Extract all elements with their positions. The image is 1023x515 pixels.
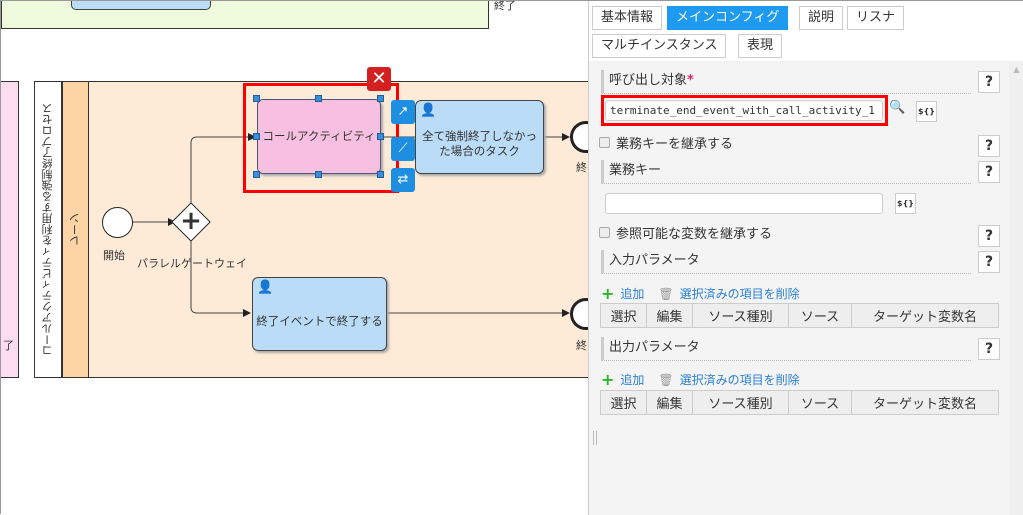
- input-highlight: [601, 95, 888, 126]
- inherit-business-key-checkbox[interactable]: 業務キーを継承する: [599, 133, 733, 152]
- call-target-label: 呼び出し対象: [609, 73, 688, 88]
- business-key-label: 業務キー: [609, 163, 662, 178]
- association-icon[interactable]: ⟋: [391, 137, 415, 161]
- trash-icon: 🗑: [658, 286, 674, 301]
- help-button[interactable]: ?: [978, 161, 1000, 183]
- call-activity-label: コールアクティビティ: [262, 129, 376, 144]
- task2-label: 終了イベントで終了する: [256, 313, 383, 328]
- user-icon: 👤: [257, 280, 274, 295]
- end-event-1[interactable]: [570, 121, 588, 153]
- top-task[interactable]: [71, 1, 211, 10]
- connect-arrow-icon[interactable]: ↗: [391, 100, 415, 124]
- business-key-input[interactable]: [605, 193, 883, 214]
- delete-input-link[interactable]: 選択済みの項目を削除: [679, 287, 800, 301]
- end1-label: 終: [576, 161, 587, 174]
- call-target-section: 呼び出し対象*: [601, 70, 971, 94]
- user-task-2[interactable]: 👤 終了イベントで終了する: [252, 277, 387, 351]
- plus-icon: +: [180, 206, 202, 236]
- checkbox-label: 参照可能な変数を継承する: [616, 227, 773, 242]
- end-event-2[interactable]: [570, 298, 588, 330]
- resize-handle[interactable]: [253, 171, 260, 178]
- resize-handle[interactable]: [377, 171, 384, 178]
- trash-icon: 🗑: [658, 372, 674, 387]
- resize-handle[interactable]: [253, 133, 260, 140]
- resize-handle[interactable]: [377, 95, 384, 102]
- left-pool[interactable]: [1, 81, 19, 378]
- delete-icon[interactable]: ✕: [367, 67, 391, 91]
- table-header-row: 選択 編集 ソース種別 ソース ターゲット変数名: [600, 390, 999, 415]
- add-icon: +: [601, 284, 615, 303]
- add-icon: +: [601, 370, 615, 389]
- search-icon[interactable]: 🔍: [889, 100, 906, 115]
- expression-button[interactable]: ${}: [895, 193, 916, 214]
- top-end-label: 終了: [494, 1, 516, 12]
- user-task-1[interactable]: 👤 全て強制終了しなかった場合のタスク: [415, 100, 544, 174]
- add-input-link[interactable]: 追加: [620, 287, 645, 301]
- help-button[interactable]: ?: [978, 71, 1000, 93]
- scroll-up-icon[interactable]: ▲: [1013, 65, 1020, 74]
- resize-handle[interactable]: [315, 171, 322, 178]
- input-params-section: 入力パラメータ: [601, 250, 971, 274]
- input-params-table: 選択 編集 ソース種別 ソース ターゲット変数名: [600, 303, 999, 328]
- scrollbar[interactable]: ▲: [1009, 61, 1023, 515]
- resize-handle[interactable]: [377, 133, 384, 140]
- output-params-table: 選択 編集 ソース種別 ソース ターゲット変数名: [600, 390, 999, 415]
- gateway-label: パラレルゲートウェイ: [137, 257, 247, 270]
- required-mark: *: [687, 73, 694, 88]
- help-button[interactable]: ?: [978, 338, 1000, 360]
- column-header[interactable]: 編集: [646, 390, 693, 415]
- table-header-row: 選択 編集 ソース種別 ソース ターゲット変数名: [600, 303, 999, 328]
- start-event[interactable]: [102, 207, 133, 238]
- column-header[interactable]: ソース: [788, 303, 852, 328]
- task1-label: 全て強制終了しなかった場合のタスク: [422, 129, 537, 158]
- expression-button[interactable]: ${}: [916, 101, 937, 122]
- properties-panel: 基本情報 メインコンフィグ 説明 リスナ マルチインスタンス 表現 呼び出し対象…: [588, 1, 1023, 515]
- tab-description[interactable]: 説明: [799, 6, 844, 30]
- tab-listener[interactable]: リスナ: [847, 6, 905, 30]
- column-header[interactable]: ターゲット変数名: [851, 390, 999, 415]
- column-header[interactable]: ソース: [788, 390, 852, 415]
- delete-output-link[interactable]: 選択済みの項目を削除: [679, 373, 800, 387]
- call-target-input[interactable]: terminate_end_event_with_call_activity_1: [605, 100, 883, 121]
- resize-grip[interactable]: [593, 431, 597, 445]
- tab-multi-instance[interactable]: マルチインスタンス: [592, 34, 727, 58]
- column-header[interactable]: ターゲット変数名: [851, 303, 999, 328]
- sequence-flows: [132, 133, 570, 317]
- column-header[interactable]: 選択: [600, 390, 647, 415]
- add-output-link[interactable]: 追加: [620, 373, 645, 387]
- tab-basic-info[interactable]: 基本情報: [592, 6, 663, 30]
- output-params-section: 出力パラメータ: [601, 337, 971, 361]
- checkbox-label: 業務キーを継承する: [616, 137, 734, 152]
- resize-handle[interactable]: [315, 95, 322, 102]
- help-button[interactable]: ?: [978, 135, 1000, 157]
- business-key-section: 業務キー: [601, 160, 971, 184]
- resize-handle[interactable]: [253, 95, 260, 102]
- end2-label: 終: [576, 339, 587, 352]
- output-params-label: 出力パラメータ: [609, 340, 700, 355]
- user-icon: 👤: [420, 103, 437, 118]
- change-type-icon[interactable]: ⇄: [391, 168, 415, 192]
- call-activity[interactable]: コールアクティビティ: [257, 99, 381, 174]
- tab-expression[interactable]: 表現: [738, 34, 783, 58]
- start-label: 開始: [103, 249, 125, 262]
- help-button[interactable]: ?: [978, 251, 1000, 273]
- input-params-label: 入力パラメータ: [609, 253, 700, 268]
- inherit-variables-checkbox[interactable]: 参照可能な変数を継承する: [599, 223, 772, 242]
- lane-header: [62, 81, 89, 378]
- column-header[interactable]: 選択: [600, 303, 647, 328]
- column-header[interactable]: 編集: [646, 303, 693, 328]
- column-header[interactable]: ソース種別: [692, 390, 789, 415]
- diagram-canvas[interactable]: 終了 了 コールアクティビティを利用する強制終了プロセス レーン 開始 + パラ…: [1, 1, 588, 515]
- column-header[interactable]: ソース種別: [692, 303, 789, 328]
- left-pool-label: 了: [3, 339, 14, 352]
- tab-main-config[interactable]: メインコンフィグ: [667, 6, 789, 30]
- help-button[interactable]: ?: [978, 225, 1000, 247]
- pool-header: [34, 81, 62, 378]
